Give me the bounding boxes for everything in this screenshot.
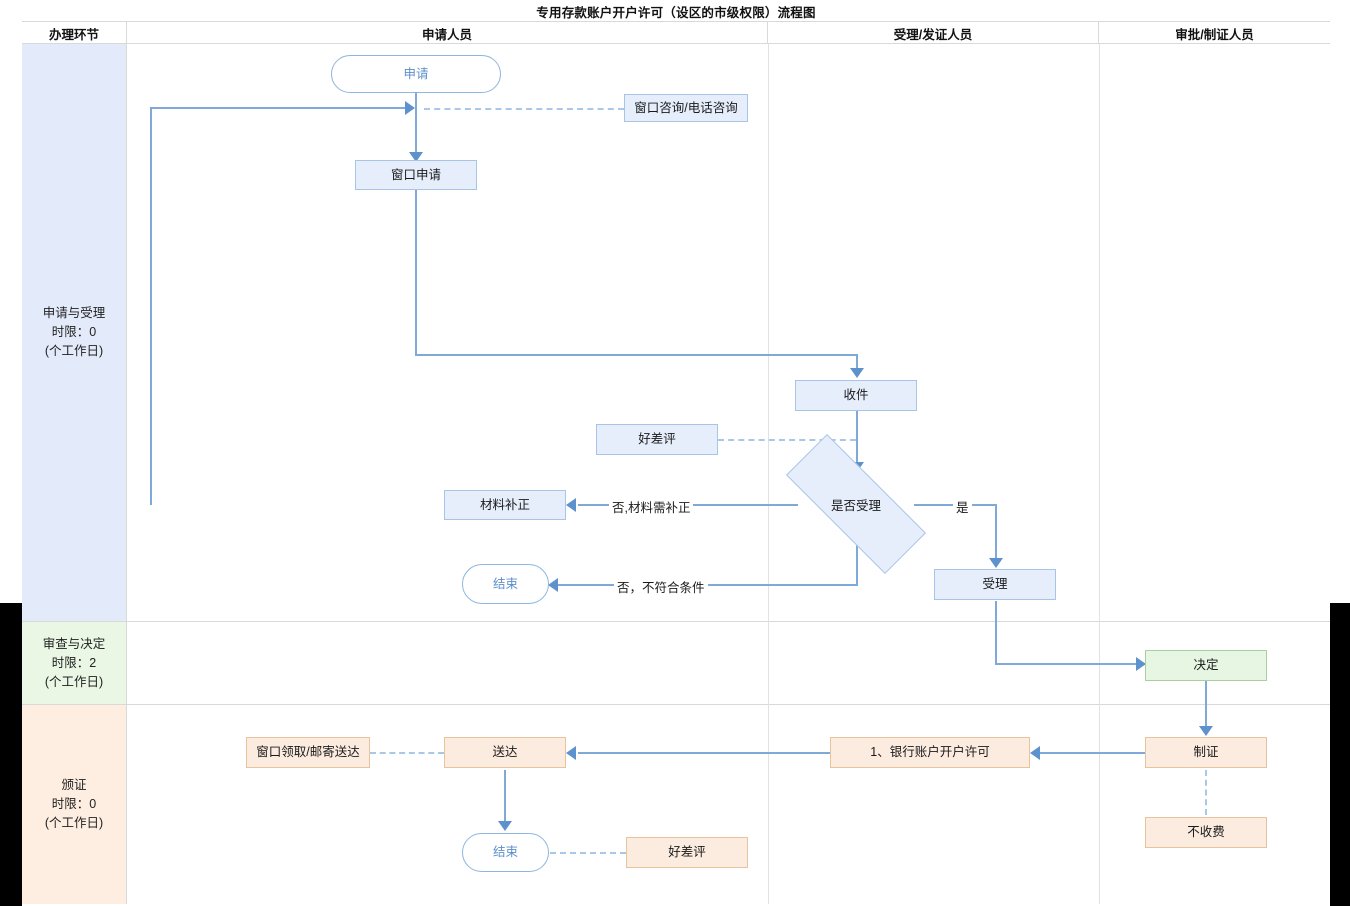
lane-issue-unit: (个工作日) — [44, 816, 104, 830]
node-decide[interactable]: 决定 — [1145, 650, 1267, 681]
page-title: 专用存款账户开户许可（设区的市级权限）流程图 — [22, 2, 1330, 22]
lane-issue-limit: 时限：0 — [51, 797, 97, 811]
column-header-applicant: 申请人员 — [127, 22, 768, 44]
dashed-edge-no-fee — [1205, 770, 1207, 815]
node-end-bottom[interactable]: 结束 — [462, 833, 549, 872]
edge-window-apply-right — [415, 354, 857, 356]
edge-receive-to-decision — [856, 411, 858, 467]
edge-label-no-condition: 否，不符合条件 — [614, 577, 708, 596]
arrow-decide-to-make-cert — [1199, 726, 1213, 736]
edge-decision-yes-vertical — [995, 504, 997, 562]
node-receive[interactable]: 收件 — [795, 380, 917, 411]
node-pickup[interactable]: 窗口领取/邮寄送达 — [246, 737, 370, 768]
node-cert-item[interactable]: 1、银行账户开户许可 — [830, 737, 1030, 768]
arrow-cert-item-to-deliver — [566, 746, 576, 760]
node-decision-accept[interactable]: 是否受理 — [785, 433, 927, 575]
arrow-make-cert-to-cert-item — [1030, 746, 1040, 760]
node-end-top[interactable]: 结束 — [462, 564, 549, 604]
edge-accept-down — [995, 601, 997, 664]
edge-start-to-window-apply — [415, 93, 417, 155]
arrow-start-to-window-apply — [409, 152, 423, 162]
edge-accept-right-to-decide — [995, 663, 1145, 665]
node-accept[interactable]: 受理 — [934, 569, 1056, 600]
column-separator-1 — [768, 44, 769, 904]
lane-apply-unit: (个工作日) — [44, 344, 104, 358]
column-header-approver: 审批/制证人员 — [1175, 27, 1254, 42]
edge-fix-loop-vertical — [150, 108, 152, 505]
lane-label-issue: 颁证 时限：0 (个工作日) — [22, 705, 127, 904]
node-consult[interactable]: 窗口咨询/电话咨询 — [624, 94, 748, 122]
lane-label-review: 审查与决定 时限：2 (个工作日) — [22, 622, 127, 705]
lane-review-name: 审查与决定 — [42, 636, 106, 651]
column-header-acceptor: 受理/发证人员 — [768, 22, 1099, 44]
lane-label-apply: 申请与受理 时限：0 (个工作日) — [22, 44, 127, 622]
lane-review-limit: 时限：2 — [51, 655, 97, 670]
node-deliver[interactable]: 送达 — [444, 737, 566, 768]
node-window-apply[interactable]: 窗口申请 — [355, 160, 477, 190]
arrow-accept-to-decide — [1136, 657, 1146, 671]
node-material-fix[interactable]: 材料补正 — [444, 490, 566, 520]
column-separator-2 — [1099, 44, 1100, 904]
lane-body-issue — [127, 705, 1330, 904]
edge-decision-left-to-end — [558, 584, 858, 586]
edge-into-receive-vertical — [856, 354, 858, 372]
lane-body-apply — [127, 44, 1330, 622]
column-header-row: 办理环节 申请人员 受理/发证人员 审批/制证人员 — [22, 22, 1330, 44]
lane-apply-limit: 时限：0 — [51, 325, 97, 339]
lane-apply-name: 申请与受理 — [42, 306, 106, 320]
arrow-decision-to-material-fix — [566, 498, 576, 512]
left-black-margin — [0, 603, 22, 906]
dashed-edge-rating-top — [718, 439, 856, 441]
lane-review-unit: (个工作日) — [44, 674, 104, 689]
node-make-cert[interactable]: 制证 — [1145, 737, 1267, 768]
node-start[interactable]: 申请 — [331, 55, 501, 93]
column-header-stage: 办理环节 — [22, 22, 127, 44]
dashed-edge-consult — [424, 108, 624, 110]
edge-label-no-material: 否,材料需补正 — [609, 497, 694, 516]
arrow-decision-yes-to-accept — [989, 558, 1003, 568]
dashed-edge-rating-bottom — [550, 852, 626, 854]
edge-make-cert-to-cert-item — [1040, 752, 1148, 754]
node-rating-bottom[interactable]: 好差评 — [626, 837, 748, 868]
edge-deliver-to-end — [504, 770, 506, 825]
node-no-fee[interactable]: 不收费 — [1145, 817, 1267, 848]
arrow-into-receive — [850, 368, 864, 378]
edge-decision-down-to-end — [856, 532, 858, 585]
edge-cert-item-to-deliver — [578, 752, 832, 754]
edge-window-apply-down — [415, 190, 417, 355]
arrow-deliver-to-end — [498, 821, 512, 831]
lane-issue-name: 颁证 — [61, 778, 87, 792]
arrow-decision-to-end-top — [548, 578, 558, 592]
right-black-margin — [1330, 603, 1350, 906]
arrow-fix-loop-into-apply — [405, 101, 415, 115]
node-rating-top[interactable]: 好差评 — [596, 424, 718, 455]
edge-decide-to-make-cert — [1205, 681, 1207, 731]
dashed-edge-pickup — [370, 752, 444, 754]
decision-label: 是否受理 — [830, 498, 881, 513]
edge-fix-loop-horizontal — [150, 107, 412, 109]
edge-label-yes: 是 — [953, 497, 972, 516]
